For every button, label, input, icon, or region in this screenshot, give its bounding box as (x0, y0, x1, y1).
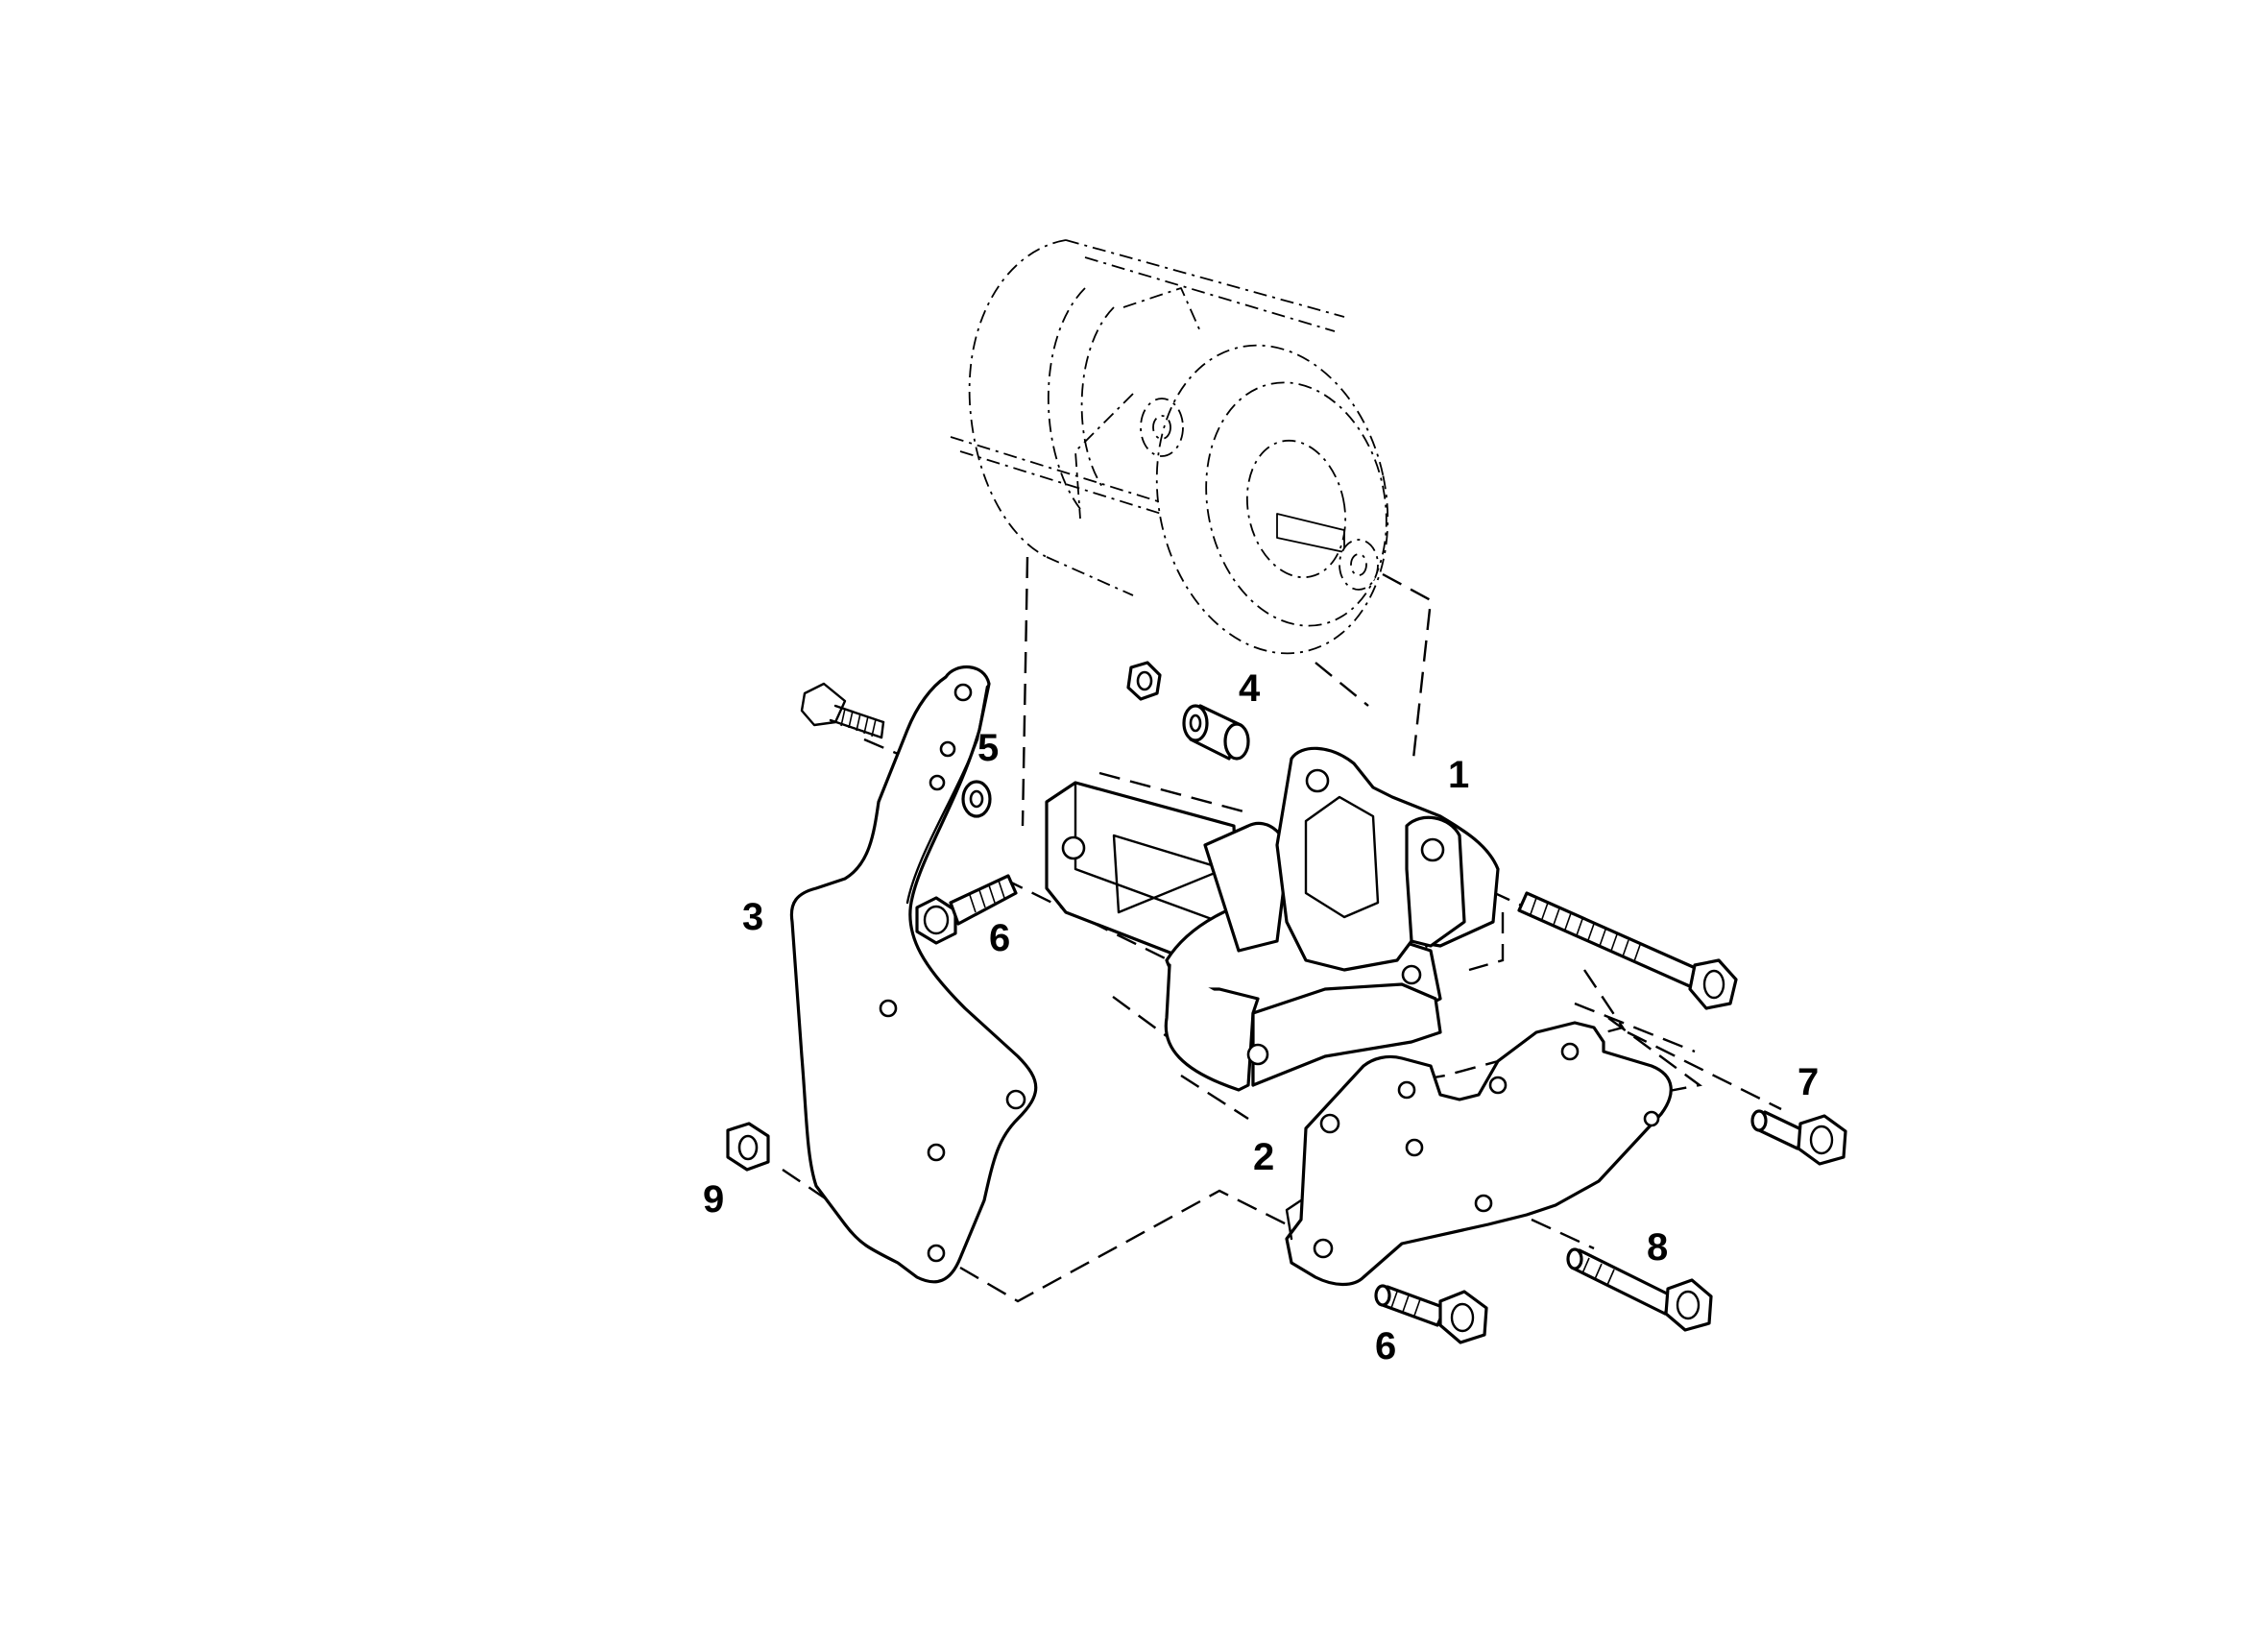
alternator-ghost (950, 239, 1389, 655)
callout-2: 2 (1253, 1136, 1274, 1178)
callout-labels: 1 2 3 4 5 6 6 7 8 9 (703, 667, 1819, 1367)
part-4-nut-and-spacer (1126, 661, 1250, 761)
callout-6-lower: 6 (1375, 1325, 1396, 1367)
part-5-washer (961, 780, 992, 818)
part-3-side-plate (789, 665, 1038, 1284)
callout-3: 3 (742, 896, 763, 938)
callout-4: 4 (1239, 667, 1261, 710)
part-6-bolt-lower (1374, 1284, 1488, 1344)
part-7-bolt (1750, 1109, 1847, 1166)
callout-7: 7 (1798, 1061, 1819, 1103)
callout-5: 5 (977, 727, 999, 769)
callout-9: 9 (703, 1178, 724, 1221)
part-6-bolt-upper (915, 874, 1018, 945)
callout-8: 8 (1647, 1226, 1668, 1269)
callout-6-upper: 6 (989, 917, 1010, 959)
part-9-nut (726, 1122, 770, 1172)
part-8-bolt (1566, 1247, 1713, 1332)
through-bolt (1517, 891, 1738, 1010)
part-2-lower-plate (1285, 1021, 1673, 1287)
part-1-main-bracket (1045, 746, 1500, 1092)
bolt-top-left (800, 682, 885, 739)
callout-1: 1 (1448, 754, 1469, 796)
